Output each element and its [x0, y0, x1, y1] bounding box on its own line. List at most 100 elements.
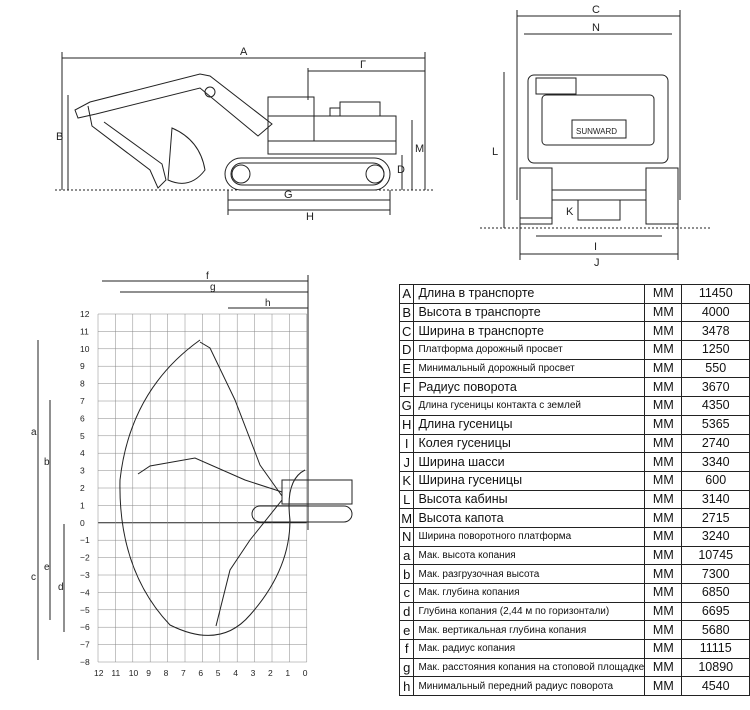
dim-label-k: K: [566, 206, 574, 218]
front-view-drawing: C N L K I J SUNWARD: [480, 4, 710, 268]
spec-value-cell: 7300: [681, 564, 750, 584]
x-tick-label: 0: [303, 668, 308, 678]
spec-unit-cell: ММ: [644, 620, 683, 641]
y-tick-label: 5: [80, 431, 85, 441]
dim-label-g-small: g: [210, 282, 216, 293]
spec-value-cell: 3340: [681, 452, 750, 472]
x-tick-label: 4: [233, 668, 238, 678]
spec-value-cell: 5365: [681, 414, 750, 435]
dim-label-f: Г: [360, 59, 366, 71]
y-tick-label: 2: [80, 483, 85, 493]
spec-unit-cell: ММ: [644, 452, 683, 472]
spec-unit-cell: ММ: [644, 657, 683, 678]
y-tick-label: 3: [80, 466, 85, 476]
dim-label-e-small: e: [44, 562, 50, 573]
spec-name-cell: Ширина шасси: [413, 452, 646, 472]
spec-value-cell: 6695: [681, 601, 750, 622]
spec-name-cell: Колея гусеницы: [413, 433, 646, 454]
x-tick-label: 2: [268, 668, 273, 678]
spec-unit-cell: ММ: [644, 284, 683, 304]
dim-label-a-small: a: [31, 427, 37, 438]
spec-unit-cell: ММ: [644, 358, 683, 379]
dim-label-l: L: [492, 146, 498, 158]
spec-value-cell: 4000: [681, 302, 750, 323]
spec-unit-cell: ММ: [644, 470, 683, 491]
spec-name-cell: Минимальный передний радиус поворота: [413, 676, 646, 697]
spec-code-cell: E: [398, 358, 415, 379]
spec-name-cell: Мак. разгрузочная высота: [413, 564, 646, 584]
spec-value-cell: 4350: [681, 396, 750, 416]
y-tick-label: 12: [80, 309, 90, 319]
dim-label-h: H: [306, 211, 314, 223]
spec-name-cell: Высота капота: [413, 508, 646, 528]
spec-unit-cell: ММ: [644, 639, 683, 659]
spec-value-cell: 600: [681, 470, 750, 491]
spec-unit-cell: ММ: [644, 340, 683, 360]
spec-name-cell: Ширина поворотного платформа: [413, 526, 646, 547]
spec-code-cell: H: [398, 414, 415, 435]
y-tick-label: −6: [80, 622, 90, 632]
x-tick-label: 6: [198, 668, 203, 678]
spec-unit-cell: ММ: [644, 302, 683, 323]
spec-name-cell: Длина в транспорте: [413, 284, 646, 304]
spec-name-cell: Ширина гусеницы: [413, 470, 646, 491]
x-tick-label: 8: [164, 668, 169, 678]
dim-label-a: A: [240, 46, 248, 58]
spec-value-cell: 3240: [681, 526, 750, 547]
spec-value-cell: 11115: [681, 639, 750, 659]
x-tick-label: 11: [111, 668, 120, 678]
y-tick-label: −4: [80, 587, 90, 597]
x-tick-label: 1: [285, 668, 290, 678]
x-tick-label: 3: [251, 668, 256, 678]
spec-code-cell: G: [398, 396, 415, 416]
spec-name-cell: Длина гусеницы контакта с землей: [413, 396, 646, 416]
dim-label-b: B: [56, 131, 63, 143]
spec-code-cell: h: [398, 676, 415, 697]
spec-value-cell: 3478: [681, 321, 750, 342]
spec-code-cell: B: [398, 302, 415, 323]
dim-label-j: J: [594, 257, 600, 268]
spec-value-cell: 11450: [681, 284, 750, 304]
spec-code-cell: f: [398, 639, 415, 659]
dim-label-d: D: [397, 164, 405, 176]
dim-label-c-small: c: [31, 572, 36, 583]
spec-code-cell: D: [398, 340, 415, 360]
spec-code-cell: I: [398, 433, 415, 454]
spec-code-cell: J: [398, 452, 415, 472]
spec-value-cell: 3670: [681, 377, 750, 398]
y-tick-label: 4: [80, 448, 85, 458]
y-tick-label: −1: [80, 535, 90, 545]
spec-value-cell: 550: [681, 358, 750, 379]
spec-value-cell: 2740: [681, 433, 750, 454]
spec-name-cell: Минимальный дорожный просвет: [413, 358, 646, 379]
range-grid: [97, 313, 308, 663]
spec-unit-cell: ММ: [644, 396, 683, 416]
spec-code-cell: b: [398, 564, 415, 584]
side-view-drawing: A Г B M D G H: [55, 46, 435, 223]
spec-code-cell: K: [398, 470, 415, 491]
spec-name-cell: Мак. глубина копания: [413, 583, 646, 603]
spec-code-cell: M: [398, 508, 415, 528]
spec-unit-cell: ММ: [644, 601, 683, 622]
spec-unit-cell: ММ: [644, 676, 683, 697]
spec-name-cell: Глубина копания (2,44 м по горизонтали): [413, 601, 646, 622]
spec-code-cell: c: [398, 583, 415, 603]
x-tick-label: 10: [129, 668, 139, 678]
dim-label-n: N: [592, 22, 600, 34]
spec-value-cell: 5680: [681, 620, 750, 641]
x-tick-label: 12: [94, 668, 104, 678]
spec-unit-cell: ММ: [644, 414, 683, 435]
dim-label-g: G: [284, 189, 293, 201]
